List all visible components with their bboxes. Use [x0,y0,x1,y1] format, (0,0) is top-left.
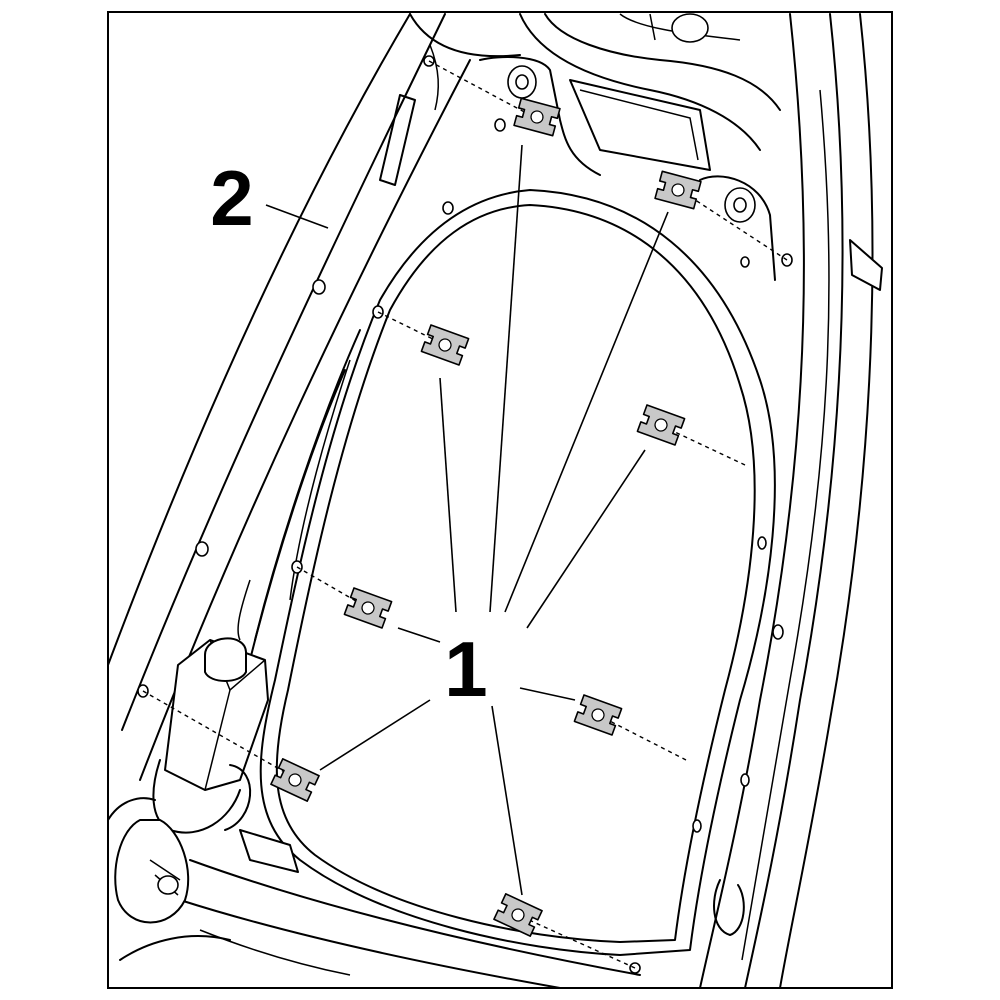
clip-nut [343,587,393,629]
callout-label-part-2: 2 [210,154,253,242]
callout-label-part-1: 1 [444,625,487,713]
clip-nut [420,324,470,366]
door-panel-drawing [107,13,883,989]
clip-nuts [270,97,702,937]
diagram-frame [107,11,893,989]
clip-nut [636,404,686,446]
callout-1-leaders [319,144,669,896]
callout-2-leader [265,204,329,229]
clip-nut [270,758,320,802]
clip-nut [493,893,543,937]
clip-nut [654,170,702,210]
clip-nut [573,694,623,736]
clip-nut [513,97,561,137]
alignment-lines [142,60,788,969]
